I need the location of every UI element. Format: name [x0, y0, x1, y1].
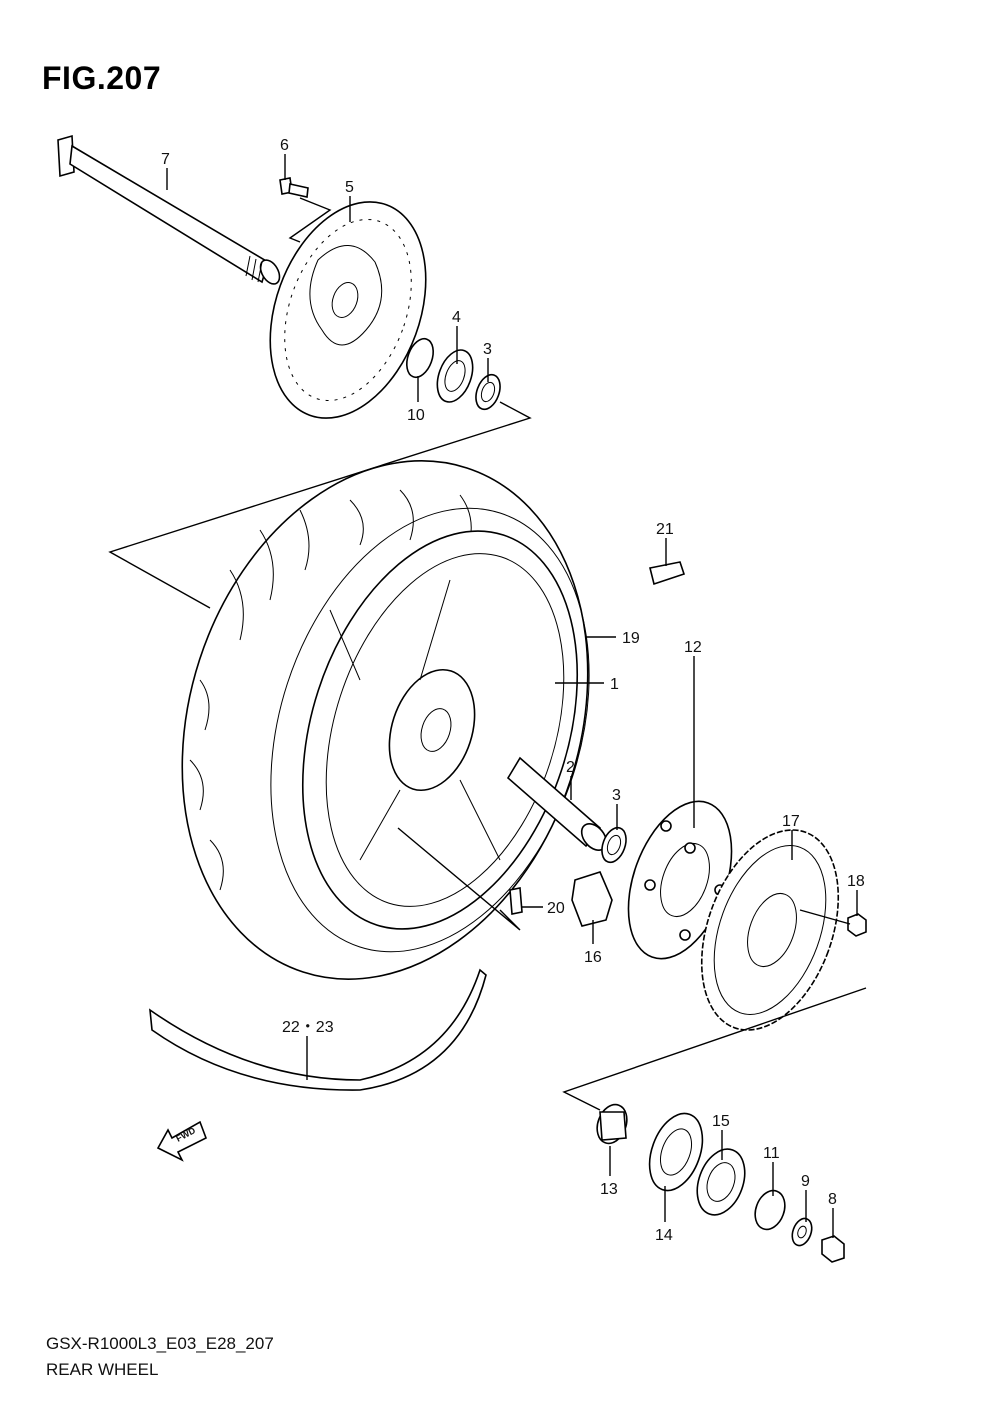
callout-3-upper: 3	[483, 341, 492, 358]
callout-16: 16	[584, 949, 602, 966]
hub-bearing-part	[648, 1112, 704, 1192]
callout-12: 12	[684, 639, 702, 656]
callout-19: 19	[622, 630, 640, 647]
wheel-rim-part	[301, 530, 579, 930]
callout-1: 1	[610, 676, 619, 693]
hub-oil-seal-part	[696, 1148, 746, 1216]
washer-part	[791, 1217, 813, 1247]
callout-7: 7	[161, 151, 170, 168]
rim-decal-part	[149, 968, 487, 1091]
callout-17: 17	[782, 813, 800, 830]
callout-20: 20	[547, 900, 565, 917]
axle-nut-part	[821, 1235, 845, 1263]
callout-9: 9	[801, 1173, 810, 1190]
balancer-weight-part	[649, 561, 686, 586]
rear-axle-part	[57, 134, 281, 285]
model-code: GSX-R1000L3_E03_E28_207	[46, 1334, 274, 1353]
callout-5: 5	[345, 179, 354, 196]
callout-11: 11	[763, 1145, 780, 1162]
sprocket-drum-part	[627, 800, 733, 960]
bearing-part-upper	[475, 373, 501, 411]
callout-22-23: 22・23	[282, 1019, 334, 1036]
fwd-arrow-icon: FWD	[156, 1120, 208, 1162]
callout-14: 14	[655, 1227, 673, 1244]
hub-spacer-part	[754, 1189, 786, 1231]
disc-bolt-part	[279, 177, 309, 198]
leader-lines	[166, 154, 858, 1238]
oil-seal-part	[436, 349, 474, 403]
callout-6: 6	[280, 137, 289, 154]
figure-title: FIG.207	[42, 60, 162, 96]
brake-disc-part	[269, 201, 427, 419]
callout-8: 8	[828, 1191, 837, 1208]
callout-21: 21	[656, 521, 674, 538]
callout-2: 2	[566, 759, 575, 776]
callout-18: 18	[847, 873, 865, 890]
bearing-part-lower	[601, 826, 627, 864]
callout-13: 13	[600, 1181, 618, 1198]
spacer-part	[406, 337, 434, 379]
rear-sprocket-part	[700, 829, 840, 1031]
air-valve-part	[509, 887, 523, 915]
callout-3-lower: 3	[612, 787, 621, 804]
callout-10: 10	[407, 407, 425, 424]
collar-part	[596, 1103, 628, 1145]
callout-4: 4	[452, 309, 461, 326]
sprocket-nut-part	[847, 913, 867, 937]
callout-15: 15	[712, 1113, 730, 1130]
figure-name: REAR WHEEL	[46, 1360, 159, 1379]
drive-cushion-part	[571, 871, 613, 927]
